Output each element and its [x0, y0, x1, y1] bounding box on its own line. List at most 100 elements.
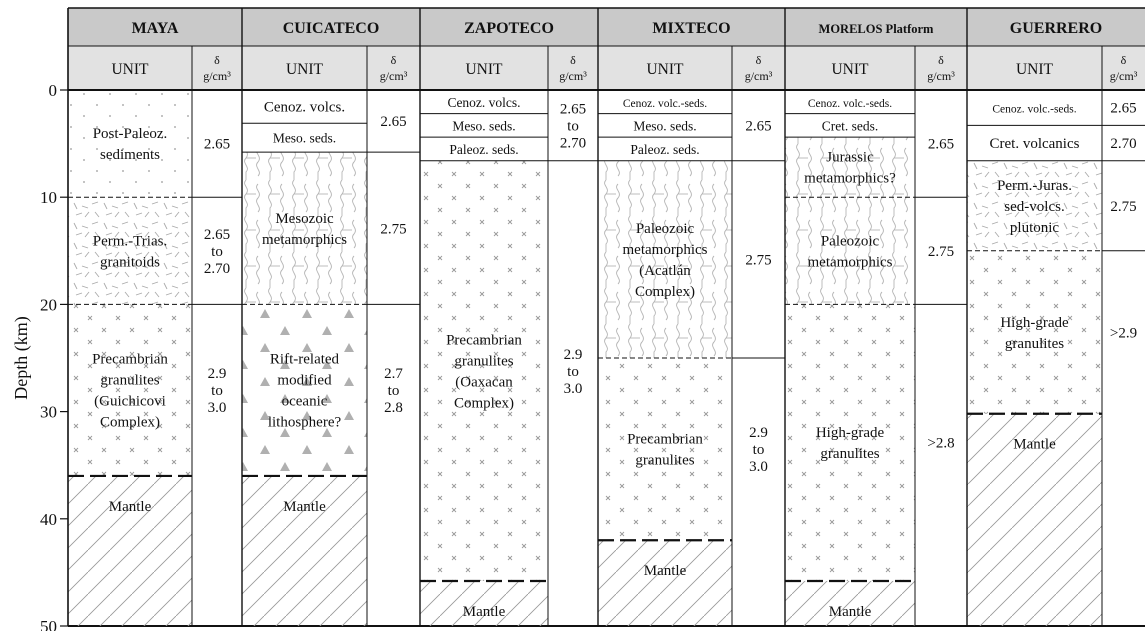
density-value: 2.65: [204, 227, 230, 243]
unit-fill-dots: [68, 90, 192, 198]
unit-fill-crosses: [967, 250, 1102, 414]
density-unit: g/cm³: [745, 69, 773, 83]
unit-label: Paleozoic: [821, 233, 880, 249]
density-value: 2.75: [380, 221, 406, 237]
density-value: 2.70: [560, 135, 586, 151]
density-symbol: δ: [1121, 53, 1127, 67]
unit-label: Paleozoic: [636, 221, 695, 237]
column-title: CUICATECO: [283, 20, 380, 37]
unit-label: Precambrian: [627, 432, 703, 448]
unit-label: metamorphics: [623, 242, 708, 258]
unit-label: High-grade: [1000, 315, 1069, 331]
unit-label: (Guichicovi: [94, 394, 166, 410]
density-value: 2.8: [384, 400, 403, 416]
unit-fill-hatch: [68, 475, 192, 626]
axis-tick-label: 50: [40, 617, 57, 631]
density-symbol: δ: [938, 53, 944, 67]
unit-subheader: UNIT: [646, 61, 684, 78]
unit-label: Meso. seds.: [633, 118, 696, 133]
unit-label: Mantle: [1013, 437, 1056, 453]
unit-label: Rift-related: [270, 352, 340, 368]
density-value: 3.0: [564, 381, 583, 397]
unit-label: Mesozoic: [275, 211, 334, 227]
density-symbol: δ: [214, 53, 220, 67]
axis-tick-label: 30: [40, 403, 57, 422]
unit-label: Cenoz. volc.-seds.: [992, 104, 1076, 116]
density-value: to: [211, 383, 223, 399]
unit-fill-crosses: [68, 304, 192, 476]
axis-tick-label: 20: [40, 295, 57, 314]
unit-label: Perm.-Juras.: [997, 178, 1072, 194]
density-symbol: δ: [756, 53, 762, 67]
density-unit: g/cm³: [927, 69, 955, 83]
table-header: MAYAUNITδg/cm³CUICATECOUNITδg/cm³ZAPOTEC…: [68, 7, 1145, 627]
unit-label: granulites: [820, 446, 879, 462]
density-value: 2.65: [928, 137, 954, 153]
unit-label: granulites: [635, 453, 694, 469]
unit-label: (Acatlán: [639, 263, 691, 279]
unit-label: granulites: [454, 353, 513, 369]
unit-label: oceanic: [282, 394, 328, 410]
unit-subheader: UNIT: [831, 61, 869, 78]
unit-label: Complex): [454, 395, 514, 411]
unit-label: granulites: [100, 373, 159, 389]
density-value: 2.9: [749, 425, 768, 441]
unit-subheader: UNIT: [1016, 61, 1054, 78]
unit-label: Meso. seds.: [452, 118, 515, 133]
unit-fill-waves: [785, 137, 915, 198]
unit-label: modified: [277, 373, 332, 389]
unit-fill-waves: [785, 197, 915, 305]
density-symbol: δ: [391, 53, 397, 67]
unit-label: Cenoz. volcs.: [447, 95, 520, 110]
unit-label: plutonic: [1010, 220, 1060, 236]
unit-label: granitoids: [100, 254, 160, 270]
unit-fill-hatch: [242, 475, 367, 626]
unit-fill-triangles: [242, 304, 367, 476]
unit-label: Precambrian: [446, 332, 522, 348]
unit-label: granulites: [1005, 336, 1064, 352]
unit-fill-crosses: [785, 304, 915, 581]
axis-tick-label: 10: [40, 188, 57, 207]
unit-label: Cret. seds.: [822, 118, 879, 133]
density-value: 2.65: [380, 114, 406, 130]
column-zapoteco: Cenoz. volcs. Meso. seds. Paleoz. seds. Pre…: [419, 8, 598, 626]
density-value: 2.70: [204, 261, 230, 277]
column-title: GUERRERO: [1010, 20, 1102, 37]
unit-label: Paleoz. seds.: [449, 142, 518, 157]
density-unit: g/cm³: [203, 69, 231, 83]
density-value: 3.0: [749, 459, 768, 475]
unit-label: lithosphere?: [268, 415, 342, 431]
header-name-band: [68, 8, 1145, 46]
column-title: MAYA: [132, 20, 179, 37]
density-value: to: [753, 442, 765, 458]
unit-label: sediments: [100, 147, 160, 163]
unit-fill-waves: [242, 152, 367, 305]
unit-label: Mantle: [463, 604, 506, 620]
density-unit: g/cm³: [380, 69, 408, 83]
density-value: 2.65: [204, 137, 230, 153]
unit-label: Complex): [635, 284, 695, 300]
column-title: MORELOS Platform: [819, 22, 935, 36]
density-value: 2.65: [560, 101, 586, 117]
unit-fill-dashes: [68, 197, 192, 305]
density-value: >2.9: [1110, 325, 1137, 341]
density-unit: g/cm³: [559, 69, 587, 83]
density-value: to: [567, 364, 579, 380]
unit-label: sed-volcs.: [1004, 199, 1064, 215]
unit-label: Cenoz. volc.-seds.: [623, 98, 707, 110]
density-unit: g/cm³: [1110, 69, 1138, 83]
unit-label: High-grade: [816, 425, 885, 441]
unit-fill-hatch: [420, 580, 548, 626]
unit-fill-hatch: [785, 580, 915, 626]
unit-fill-waves: [598, 160, 732, 358]
unit-subheader: UNIT: [286, 61, 324, 78]
density-value: 2.65: [745, 118, 771, 134]
density-value: to: [388, 383, 400, 399]
unit-label: Jurassic: [826, 150, 874, 166]
density-value: 2.75: [928, 244, 954, 260]
density-value: to: [211, 244, 223, 260]
axis-tick-label: 40: [40, 510, 57, 529]
density-value: 2.70: [1110, 136, 1136, 152]
